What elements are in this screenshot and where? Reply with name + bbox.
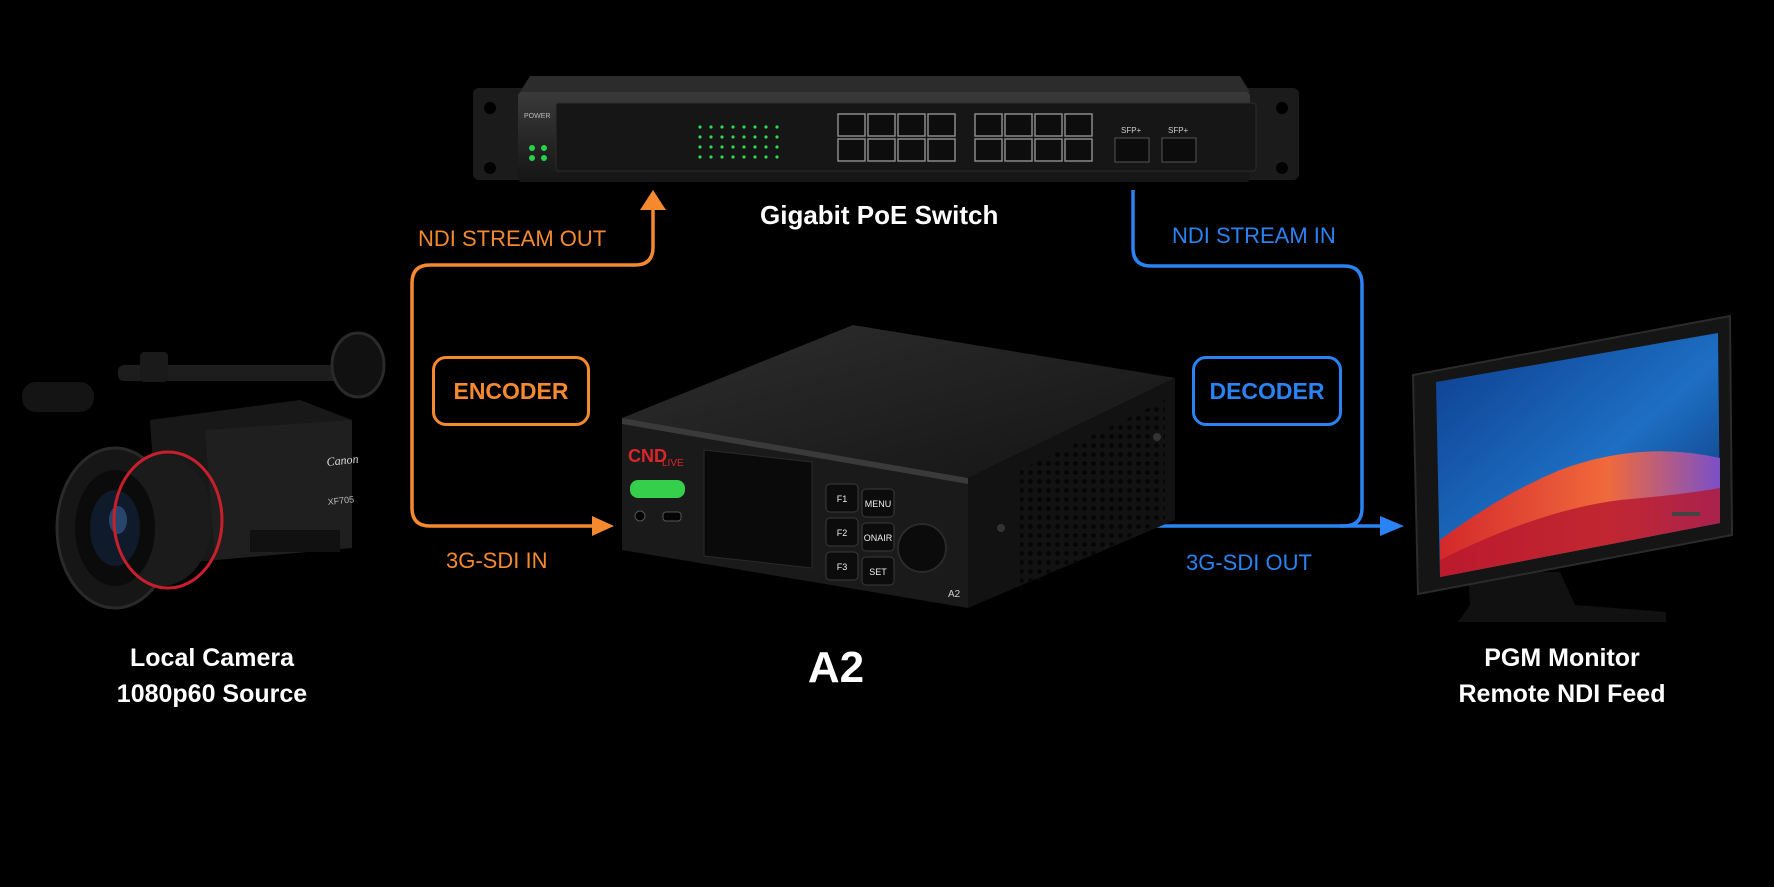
arrow-head-sdi-in bbox=[592, 516, 614, 536]
status-led bbox=[698, 155, 702, 159]
device-key-label: F3 bbox=[837, 562, 848, 572]
status-led bbox=[753, 135, 757, 139]
camera-caption-line1: Local Camera bbox=[130, 644, 294, 672]
status-led bbox=[720, 135, 724, 139]
status-led bbox=[698, 145, 702, 149]
status-led bbox=[764, 125, 768, 129]
ethernet-port bbox=[1064, 113, 1093, 137]
device-key: SET bbox=[861, 556, 895, 586]
status-light bbox=[630, 480, 685, 498]
monitor-caption-line1: PGM Monitor bbox=[1484, 644, 1640, 672]
status-led bbox=[742, 155, 746, 159]
ethernet-port bbox=[1064, 138, 1093, 162]
ndi-stream-in-arrow bbox=[1124, 190, 1364, 528]
ethernet-port bbox=[837, 113, 866, 137]
ethernet-port bbox=[1004, 138, 1033, 162]
status-led bbox=[742, 145, 746, 149]
status-led bbox=[709, 135, 713, 139]
ethernet-port bbox=[927, 113, 956, 137]
status-led bbox=[698, 125, 702, 129]
ndi-stream-out-label: NDI STREAM OUT bbox=[418, 226, 607, 251]
status-led bbox=[720, 155, 724, 159]
arrow-head-sdi-out bbox=[1380, 516, 1404, 536]
camera-caption-line2: 1080p60 Source bbox=[116, 680, 308, 708]
ethernet-port bbox=[897, 138, 926, 162]
status-led bbox=[775, 155, 779, 159]
arrow-head-up bbox=[640, 190, 666, 210]
device-key-label: ONAIR bbox=[864, 533, 893, 543]
sdi-out-label: 3G-SDI OUT bbox=[1186, 550, 1312, 575]
status-led bbox=[753, 145, 757, 149]
status-led bbox=[764, 135, 768, 139]
device-logo-sub: LIVE bbox=[662, 458, 684, 469]
camera-caption: Local Camera 1080p60 Source bbox=[62, 640, 362, 712]
ndi-stream-out-arrow bbox=[410, 208, 655, 528]
status-led bbox=[775, 135, 779, 139]
ethernet-port bbox=[1004, 113, 1033, 137]
status-led bbox=[720, 125, 724, 129]
status-led bbox=[775, 145, 779, 149]
encoder-box: ENCODER bbox=[432, 356, 590, 426]
device-model-tag: A2 bbox=[948, 589, 961, 600]
ethernet-port bbox=[867, 138, 896, 162]
device-key: MENU bbox=[861, 488, 895, 518]
ethernet-port bbox=[1034, 138, 1063, 162]
status-led bbox=[720, 145, 724, 149]
lcd-screen bbox=[703, 449, 813, 569]
status-led bbox=[731, 155, 735, 159]
sfp1-label: SFP+ bbox=[1121, 126, 1142, 135]
status-led bbox=[731, 135, 735, 139]
decoder-label: DECODER bbox=[1209, 377, 1325, 404]
camera-brand: Canon bbox=[326, 452, 359, 469]
status-led bbox=[753, 155, 757, 159]
monitor-caption-line2: Remote NDI Feed bbox=[1458, 680, 1666, 708]
status-led bbox=[764, 155, 768, 159]
status-led bbox=[731, 125, 735, 129]
device-key-label: SET bbox=[869, 567, 887, 577]
device-key-label: MENU bbox=[865, 499, 892, 509]
ethernet-port bbox=[974, 113, 1003, 137]
status-led bbox=[709, 145, 713, 149]
ndi-stream-in-label: NDI STREAM IN bbox=[1172, 223, 1336, 248]
status-led bbox=[709, 125, 713, 129]
ethernet-port bbox=[974, 138, 1003, 162]
status-led bbox=[775, 125, 779, 129]
status-led bbox=[753, 125, 757, 129]
encoder-label: ENCODER bbox=[453, 377, 569, 404]
power-label: POWER bbox=[524, 113, 551, 120]
sfp2-label: SFP+ bbox=[1168, 126, 1189, 135]
status-led bbox=[742, 125, 746, 129]
switch-title: Gigabit PoE Switch bbox=[760, 200, 999, 230]
device-key: F1 bbox=[825, 483, 859, 513]
poe-switch bbox=[473, 76, 1299, 182]
ethernet-port bbox=[897, 113, 926, 137]
device-key-label: F1 bbox=[837, 494, 848, 504]
monitor-caption: PGM Monitor Remote NDI Feed bbox=[1412, 640, 1712, 712]
status-led bbox=[731, 145, 735, 149]
sdi-in-label: 3G-SDI IN bbox=[446, 548, 548, 573]
camera: Canon XF705 bbox=[22, 331, 386, 610]
ethernet-port bbox=[837, 138, 866, 162]
ethernet-port bbox=[927, 138, 956, 162]
status-led bbox=[742, 135, 746, 139]
device-logo: CND bbox=[628, 446, 667, 466]
ethernet-port bbox=[1034, 113, 1063, 137]
status-led bbox=[764, 145, 768, 149]
device-name: A2 bbox=[807, 643, 865, 692]
device-key: F2 bbox=[825, 517, 859, 547]
status-led bbox=[709, 155, 713, 159]
rotary-knob bbox=[897, 523, 947, 573]
decoder-box: DECODER bbox=[1192, 356, 1342, 426]
device-key-label: F2 bbox=[837, 528, 848, 538]
device-key: ONAIR bbox=[861, 522, 895, 552]
camera-model: XF705 bbox=[327, 494, 354, 507]
ethernet-port bbox=[867, 113, 896, 137]
status-led bbox=[698, 135, 702, 139]
device-key: F3 bbox=[825, 551, 859, 581]
pgm-monitor bbox=[1411, 314, 1734, 622]
